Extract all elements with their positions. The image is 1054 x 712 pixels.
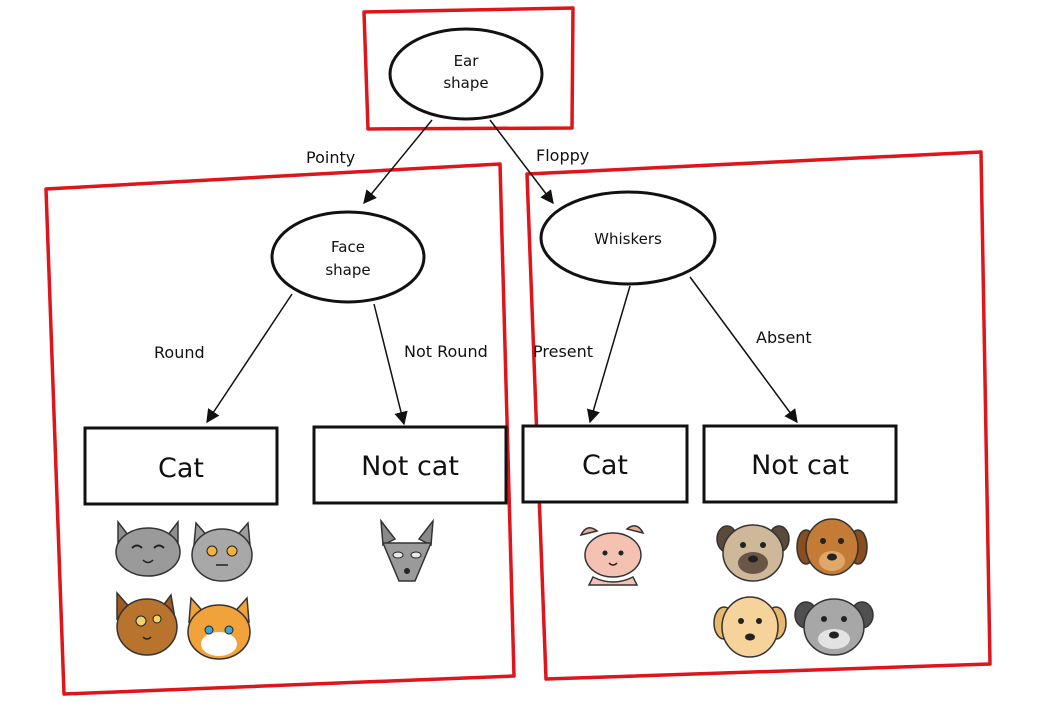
cat-gray-icon: [380, 518, 434, 582]
dog-brown-icon: [796, 518, 868, 576]
leaf-cat-right: Cat: [521, 424, 689, 504]
dog-tan-icon: [716, 524, 790, 582]
edge-floppy: [489, 119, 554, 205]
face-node-label-line2: shape: [325, 261, 370, 279]
edge-label-floppy: Floppy: [536, 146, 589, 165]
root-node-label-line1: Ear: [454, 52, 480, 70]
face-node-label-line1: Face: [331, 238, 365, 256]
leaf-cat-left-label: Cat: [158, 453, 204, 484]
cat-orange-icon: [187, 596, 251, 660]
whiskers-node-label: Whiskers: [594, 230, 662, 248]
edge-pointy: [363, 119, 433, 205]
edge-label-not-round: Not Round: [404, 342, 488, 361]
root-node-label-line2: shape: [443, 74, 488, 92]
edge-label-present: Present: [533, 342, 593, 361]
cat-pink-icon: [579, 525, 645, 586]
dog-gray-icon: [794, 598, 874, 656]
cat-gray-icon: [191, 521, 253, 582]
leaf-cat-right-label: Cat: [582, 450, 628, 481]
edge-label-absent: Absent: [756, 328, 812, 347]
cat-gray-icon: [115, 519, 181, 577]
leaf-not-cat-left: Not cat: [312, 425, 508, 505]
root-node: Ear shape: [388, 27, 544, 121]
right-subtree-highlight-box: [525, 150, 992, 681]
leaf-cat-left: Cat: [83, 426, 279, 506]
face-shape-node: Face shape: [270, 210, 426, 304]
left-subtree-highlight-box: [44, 162, 516, 696]
edge-present: [586, 285, 631, 424]
edge-absent: [689, 276, 798, 424]
cat-brown-icon: [116, 591, 178, 656]
root-highlight-box: [362, 6, 575, 131]
whiskers-node: Whiskers: [539, 190, 717, 286]
edge-not-round: [373, 303, 408, 426]
edge-round: [206, 293, 293, 424]
leaf-not-cat-right-label: Not cat: [751, 450, 849, 481]
leaf-not-cat-left-label: Not cat: [361, 451, 459, 482]
dog-yellow-icon: [713, 596, 787, 658]
edge-label-round: Round: [154, 343, 205, 362]
edge-label-pointy: Pointy: [306, 148, 355, 167]
leaf-not-cat-right: Not cat: [702, 424, 898, 504]
